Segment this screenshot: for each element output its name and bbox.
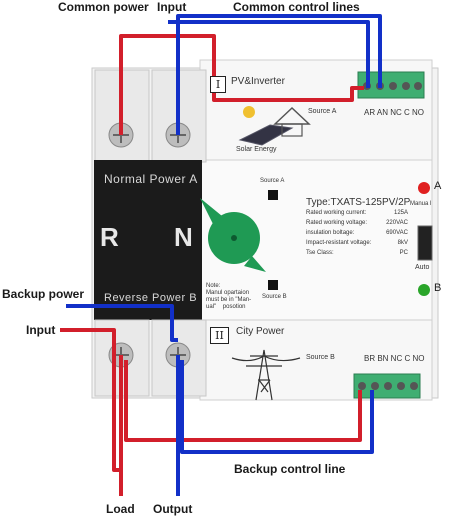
- spec-table: Rated working current: 125A Rated workin…: [306, 210, 408, 257]
- bottom-terminal-labels: BR BN NC C NO: [364, 354, 425, 363]
- spec-value: 220VAC: [386, 220, 408, 226]
- led-b-indicator: [418, 284, 430, 296]
- label-backup-control-line: Backup control line: [234, 462, 346, 476]
- wire-backup-control-blue: [180, 360, 374, 454]
- wire-input-top: [176, 14, 382, 135]
- spec-row: Tse Class: PC: [306, 250, 408, 257]
- spec-label: Impact-resistant voltage:: [306, 240, 372, 246]
- spec-value: 8kV: [397, 240, 408, 246]
- spec-label: Tse Class:: [306, 250, 334, 256]
- solar-panel-icon: [238, 106, 311, 146]
- red-wires: [60, 34, 364, 496]
- top-terminal-labels: AR AN NC C NO: [364, 108, 425, 117]
- label-input-left: Input: [26, 323, 56, 337]
- blue-wires: [66, 14, 382, 496]
- label-output: Output: [153, 502, 193, 516]
- manual-auto-switch[interactable]: [417, 225, 433, 261]
- spec-label: insulation boltage:: [306, 230, 355, 236]
- label-common-power: Common power: [58, 0, 149, 14]
- handle-source-a: Source A: [260, 178, 285, 184]
- label-common-control-lines: Common control lines: [233, 0, 360, 14]
- section-numeral-top: I: [210, 76, 226, 93]
- source-a-label: Source A: [308, 108, 337, 115]
- wire-input-left: [60, 328, 121, 472]
- handle-source-b: Source B: [262, 294, 287, 300]
- type-title: Type:TXATS-125PV/2P: [306, 197, 411, 208]
- window-source-b: [268, 280, 278, 290]
- solar-caption: Solar Energy: [236, 146, 277, 153]
- window-source-a: [268, 190, 278, 200]
- transmission-tower-icon: [231, 349, 301, 401]
- wire-common-control: [168, 20, 370, 88]
- pole-letter-r: R: [100, 222, 119, 252]
- wire-common-power: [119, 34, 364, 135]
- wire-backup-control-red: [124, 360, 362, 442]
- spec-row: Rated working current: 125A: [306, 210, 408, 217]
- manual-label: Manua l: [410, 201, 432, 207]
- led-b-label: B: [434, 282, 442, 294]
- section-numeral-bottom: II: [210, 327, 229, 344]
- label-backup-power: Backup power: [2, 287, 85, 301]
- manual-note: Note: Manul opartaion must be in "Man- u…: [206, 283, 252, 310]
- pole-letter-n: N: [174, 222, 193, 252]
- label-input-top: Input: [157, 0, 187, 14]
- switch-body-dark: [94, 160, 202, 320]
- spec-value: 690VAC: [386, 230, 408, 236]
- spec-value: PC: [399, 250, 408, 256]
- spec-label: Rated working current:: [306, 210, 367, 216]
- section-title-bottom: City Power: [236, 326, 285, 337]
- spec-row: insulation boltage: 690VAC: [306, 230, 408, 237]
- spec-label: Rated working voltage:: [306, 220, 368, 226]
- spec-row: Rated working voltage: 220VAC: [306, 220, 408, 227]
- spec-value: 125A: [393, 210, 408, 216]
- reverse-power-label: Reverse Power B: [104, 292, 198, 304]
- section-title-top: PV&Inverter: [231, 76, 285, 87]
- wire-backup-power: [66, 304, 178, 342]
- label-load: Load: [106, 502, 135, 516]
- led-a-label: A: [434, 180, 442, 192]
- spec-row: Impact-resistant voltage: 8kV: [306, 240, 408, 247]
- auto-label: Auto: [415, 264, 430, 271]
- source-b-label: Source B: [306, 354, 335, 361]
- normal-power-label: Normal Power A: [104, 172, 198, 186]
- led-a-indicator: [418, 182, 430, 194]
